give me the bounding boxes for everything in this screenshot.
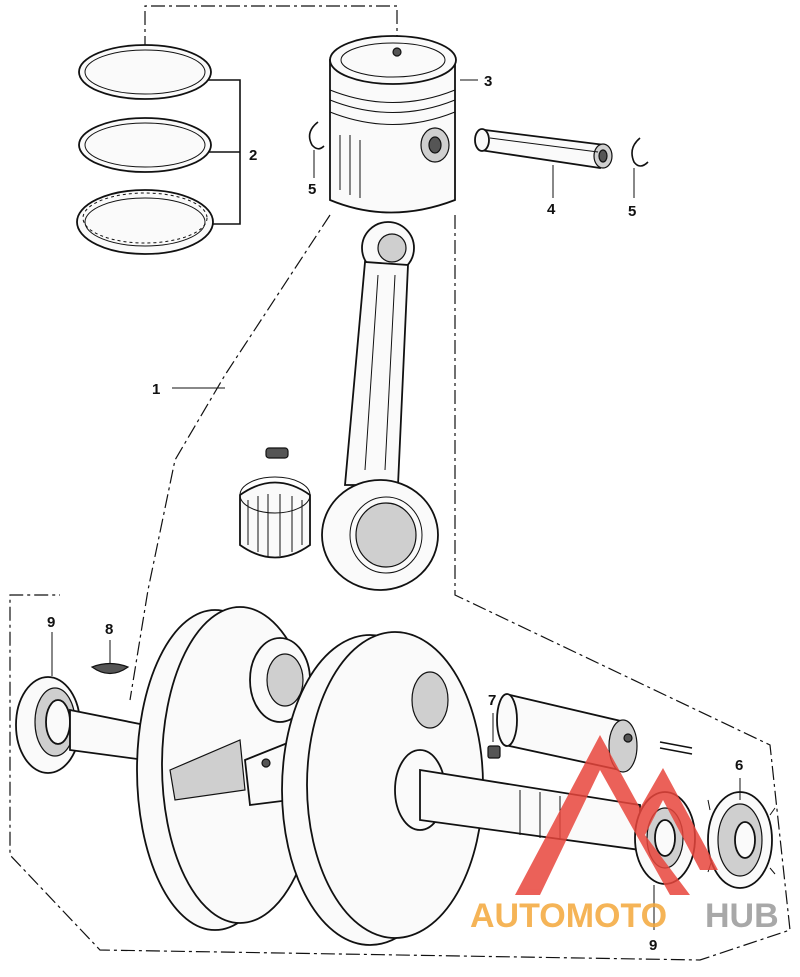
watermark-text-hub: HUB	[705, 897, 779, 935]
callout-2: 2	[249, 147, 257, 164]
callout-8: 8	[105, 621, 113, 638]
callout-6: 6	[735, 757, 743, 774]
callout-9-left: 9	[47, 614, 55, 631]
callout-7: 7	[488, 692, 496, 709]
watermark-logo: AUTOMOTO HUB	[470, 735, 779, 935]
piston	[329, 35, 457, 214]
primary-drive-gear	[707, 791, 776, 889]
piston-pin	[474, 128, 613, 170]
callout-1: 1	[152, 381, 160, 398]
crankshaft-bearing-left	[15, 676, 81, 774]
crankshaft-right-half	[281, 631, 641, 946]
crankshaft-left-half	[69, 606, 319, 931]
callout-5-right: 5	[628, 203, 636, 220]
piston-rings	[76, 44, 241, 255]
callout-9-right: 9	[649, 937, 657, 954]
leader-lines	[51, 79, 741, 930]
callout-5-left: 5	[308, 181, 316, 198]
callout-4: 4	[547, 201, 556, 218]
needle-bearing	[239, 447, 311, 559]
watermark-text-automoto: AUTOMOTO	[470, 897, 667, 935]
connecting-rod	[321, 221, 439, 591]
watermark-mountain-icon	[515, 735, 718, 895]
assembly-dashed-outline	[9, 5, 791, 961]
woodruff-key	[90, 662, 130, 675]
callout-3: 3	[484, 73, 492, 90]
piston-pin-clips	[308, 121, 649, 167]
callout-labels: 1 2 3 4 5 5 6 7 8 9 9	[47, 73, 743, 954]
